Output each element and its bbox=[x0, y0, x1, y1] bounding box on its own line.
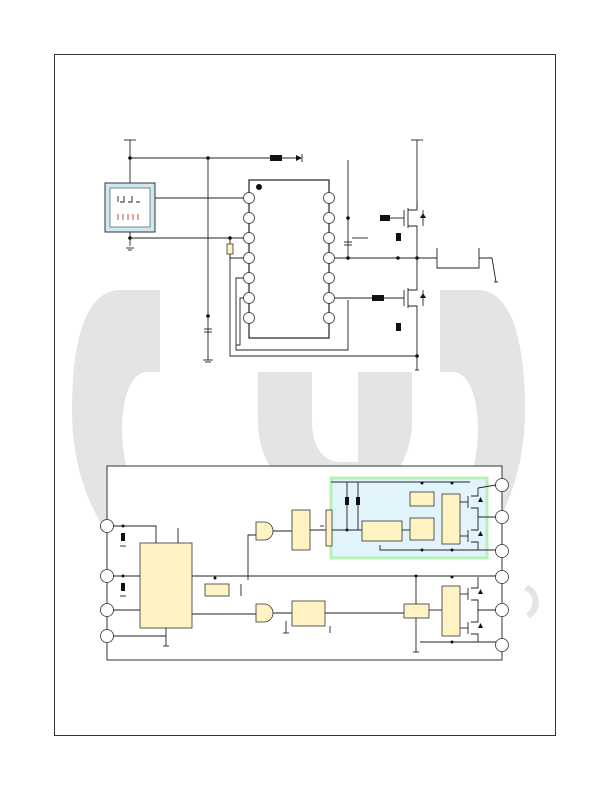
ic-chip bbox=[243, 179, 335, 339]
comparator-block bbox=[409, 517, 435, 541]
mosfet-icon bbox=[460, 610, 483, 642]
logic-block bbox=[361, 520, 403, 542]
diode-icon bbox=[296, 155, 302, 161]
page-frame bbox=[54, 54, 556, 736]
ground-icon bbox=[203, 359, 213, 363]
and-gate-icon bbox=[255, 603, 274, 623]
mosfet-icon bbox=[403, 258, 426, 370]
capacitor-icon bbox=[344, 241, 352, 246]
resistor-icon bbox=[372, 295, 384, 301]
sensor-module bbox=[104, 182, 156, 233]
lower-logic-block bbox=[403, 603, 430, 619]
and-gate-icon bbox=[255, 521, 274, 541]
mosfet-icon bbox=[460, 517, 483, 550]
mosfet-icon bbox=[460, 577, 496, 611]
resistor-icon bbox=[380, 215, 390, 221]
lower-level-shifter bbox=[291, 600, 326, 627]
mosfet-icon bbox=[460, 488, 496, 518]
resistor-icon bbox=[226, 243, 234, 255]
controller-block bbox=[139, 542, 193, 629]
highlight-region bbox=[329, 476, 489, 560]
upper-driver bbox=[441, 493, 461, 545]
mosfet-icon bbox=[403, 202, 426, 258]
resistor-icon bbox=[325, 509, 333, 547]
upper-schematic bbox=[104, 139, 498, 371]
comparator-block bbox=[409, 491, 435, 507]
resistor-icon bbox=[270, 155, 282, 161]
lower-driver bbox=[441, 585, 461, 637]
capacitor-icon bbox=[204, 328, 212, 333]
driver-block bbox=[204, 583, 230, 597]
upper-level-shifter bbox=[291, 509, 311, 551]
block-diagram bbox=[100, 465, 509, 661]
